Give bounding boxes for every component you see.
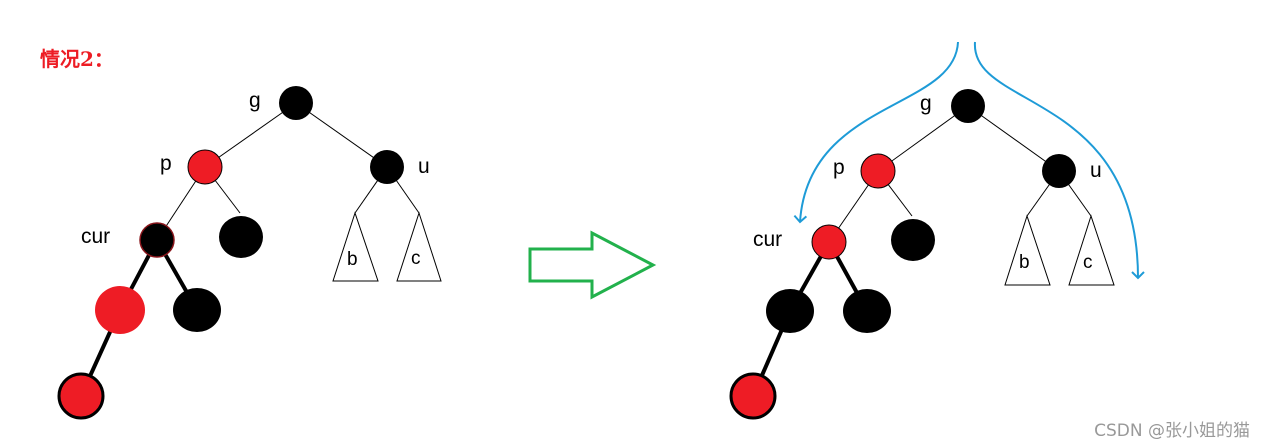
label-u: u [1090,159,1102,182]
label-b: b [347,249,358,270]
label-u: u [418,155,430,178]
edge-g-u [295,102,388,168]
node-p [187,149,223,185]
edge-g-u [967,105,1060,172]
node-cur [811,224,847,260]
watermark: CSDN @张小姐的猫 [1094,421,1250,441]
label-p: p [160,152,172,175]
node-g [279,86,313,120]
node-cur-left [766,289,814,333]
node-g [951,89,985,123]
label-p: p [833,156,845,179]
case-title: 情况2： [40,47,114,71]
node-u [370,150,404,184]
after-tree: g p u cur b c [729,41,1145,420]
label-c: c [1083,252,1093,273]
label-b: b [1019,252,1030,273]
node-cur [139,222,175,258]
node-cur-left-left [729,372,777,420]
node-p-right [891,219,935,261]
node-p [860,153,896,189]
subtree-c-triangle [396,211,442,282]
node-cur-right [843,289,891,333]
node-cur-left [95,286,145,334]
subtree-b-triangle [332,211,379,282]
node-u [1042,154,1076,188]
label-g: g [249,89,261,112]
edge-g-p [877,105,969,172]
subtree-b-triangle [1004,214,1051,286]
label-cur: cur [753,228,782,251]
node-cur-left-left [57,372,105,420]
curved-arrow-icon-left [793,41,959,224]
curved-arrow-icon-right [973,41,1145,280]
before-tree: g p u cur b c [57,86,442,420]
node-cur-right [173,288,221,332]
right-arrow-outline-icon [528,230,657,300]
edge-g-p [204,102,297,168]
label-g: g [920,92,932,115]
label-c: c [411,248,421,269]
subtree-c-triangle [1068,214,1115,286]
label-cur: cur [81,225,110,248]
node-p-right [219,216,263,258]
